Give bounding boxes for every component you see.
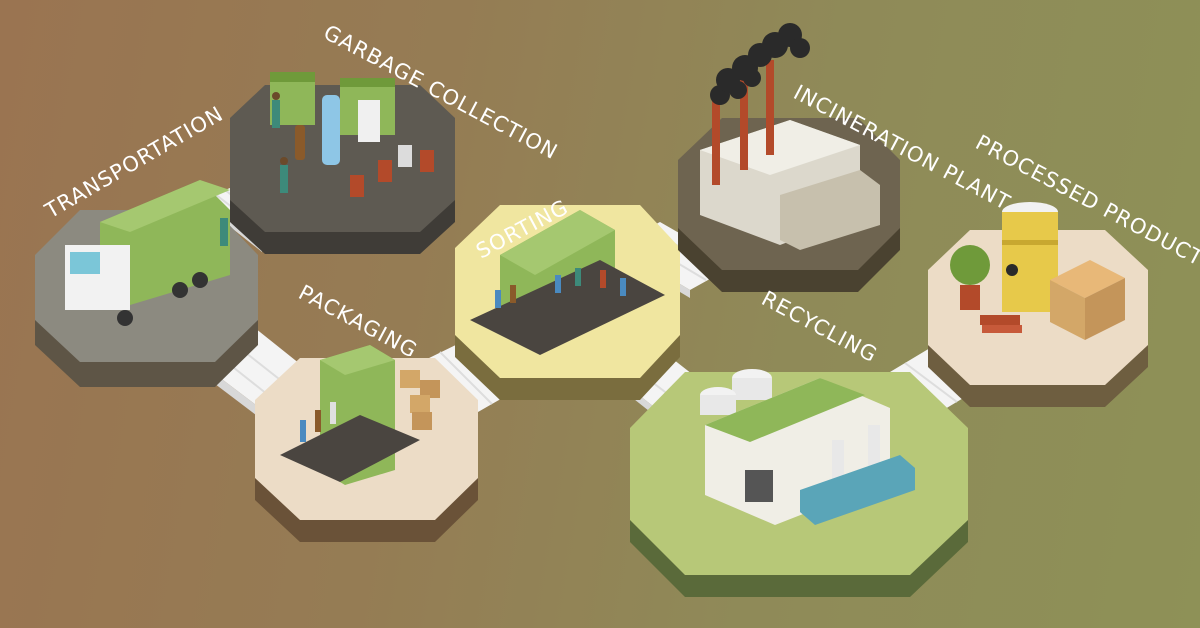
platform-processed-product — [928, 202, 1148, 407]
platform-transportation — [35, 180, 258, 387]
platform-garbage-collection — [230, 72, 455, 254]
platform-recycling — [630, 369, 968, 597]
platform-sorting — [455, 205, 680, 400]
smoke-clouds — [710, 23, 810, 105]
platform-packaging — [255, 345, 478, 542]
platform-incineration-plant — [678, 60, 900, 292]
